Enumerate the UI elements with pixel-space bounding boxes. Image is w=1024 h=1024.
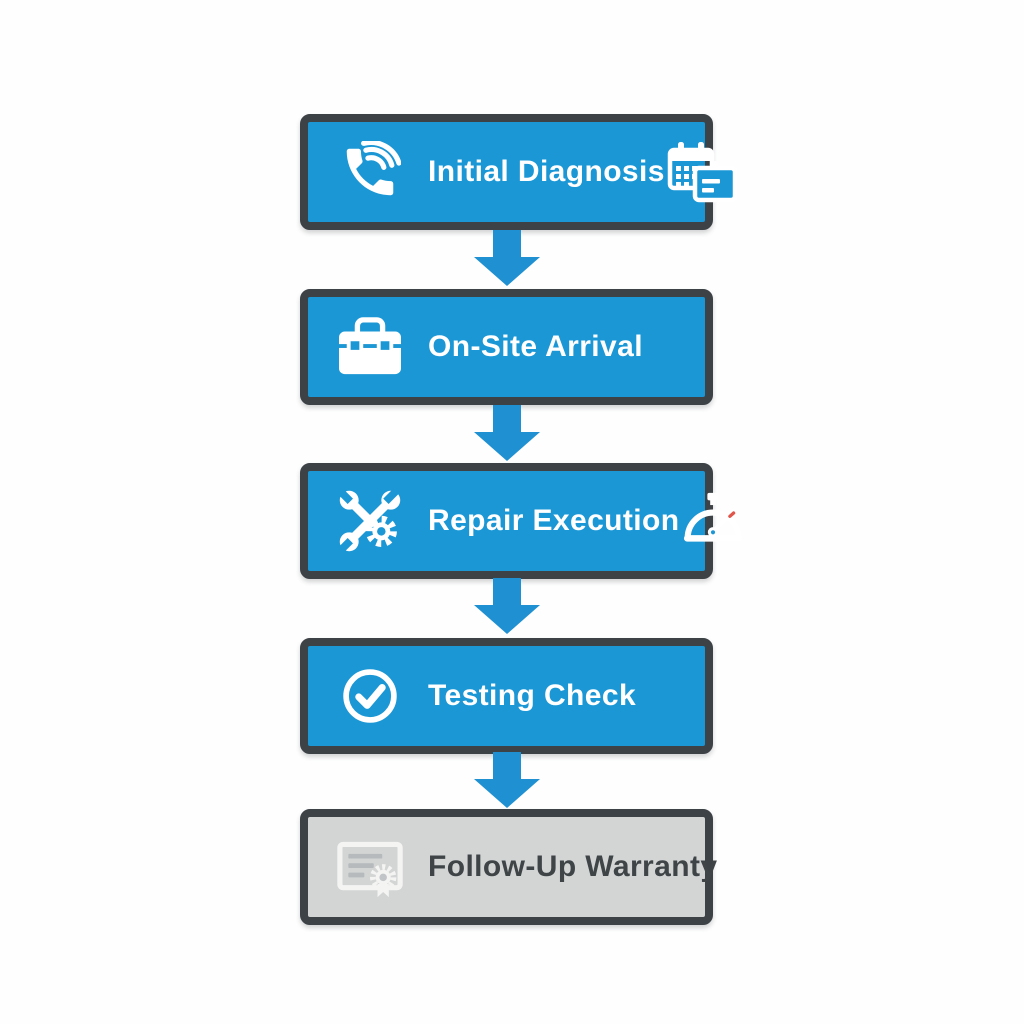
step-label: Testing Check (428, 679, 637, 712)
step-label: Initial Diagnosis (428, 155, 665, 188)
flow-arrow-down (474, 230, 540, 286)
step-repair-execution: Repair Execution (300, 463, 743, 579)
step-follow-up-warranty: Follow-Up Warranty (300, 809, 717, 925)
arrow-stem (493, 578, 521, 605)
flow-arrow-down (474, 405, 540, 461)
flow-arrow-down (474, 752, 540, 808)
gauge-icon (679, 491, 747, 551)
wrench-gear-icon (334, 487, 406, 555)
flow-arrow-down (474, 578, 540, 634)
arrow-head (474, 779, 540, 808)
arrow-head (474, 257, 540, 286)
arrow-stem (493, 752, 521, 779)
calendar-schedule-icon (665, 138, 741, 206)
arrow-stem (493, 405, 521, 432)
arrow-stem (493, 230, 521, 257)
arrow-head (474, 432, 540, 461)
step-label: Follow-Up Warranty (428, 850, 718, 883)
phone-call-icon (334, 138, 406, 206)
step-label: Repair Execution (428, 504, 680, 537)
toolbox-icon (334, 313, 406, 381)
arrow-head (474, 605, 540, 634)
check-circle-icon (334, 662, 406, 730)
certificate-icon (334, 833, 406, 901)
step-on-site-arrival: On-Site Arrival (300, 289, 713, 405)
step-label: On-Site Arrival (428, 330, 643, 363)
step-initial-diagnosis: Initial Diagnosis (300, 114, 738, 230)
step-testing-check: Testing Check (300, 638, 713, 754)
